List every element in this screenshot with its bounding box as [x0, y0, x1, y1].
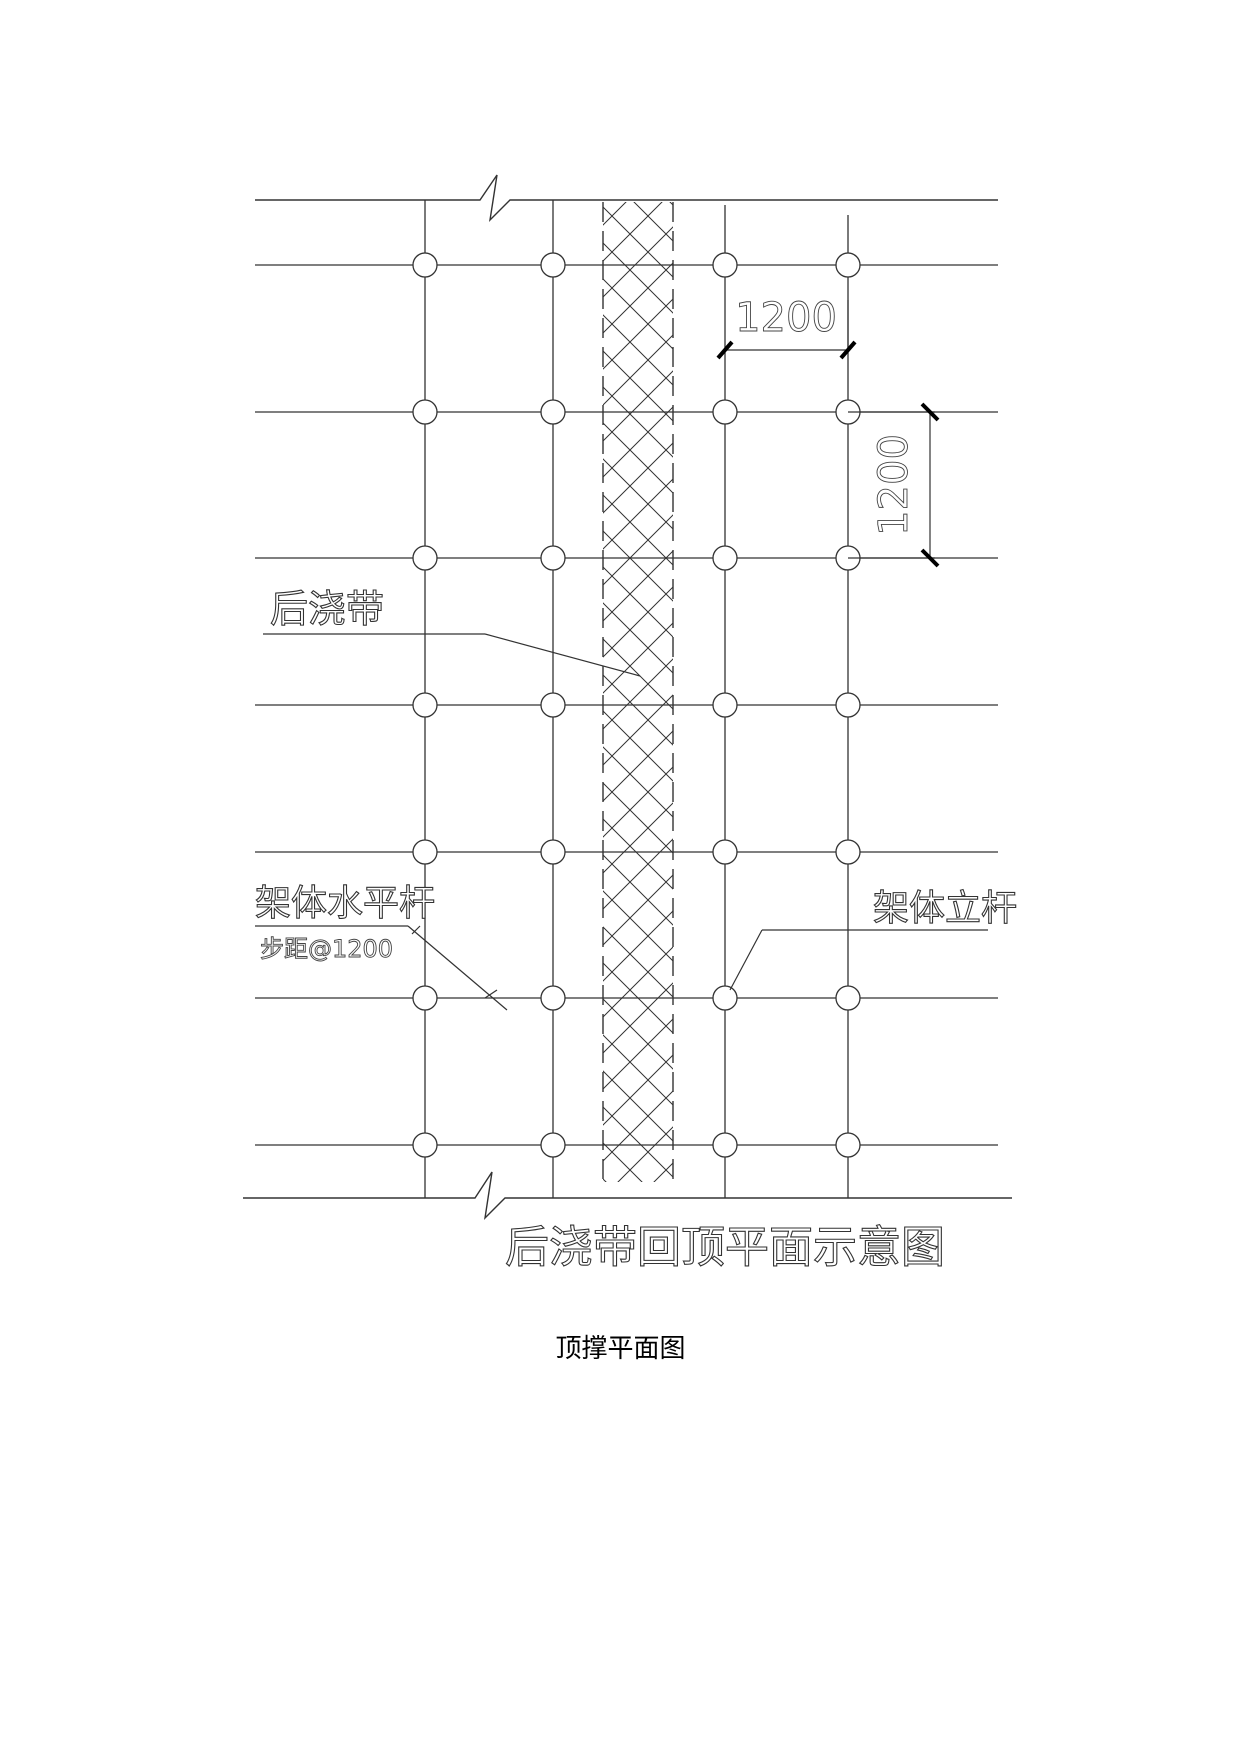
step-distance-label: 步距@1200	[260, 935, 393, 963]
post-circle	[540, 252, 566, 278]
horizontal-bar-label: 架体水平杆	[255, 883, 435, 924]
post-circle	[412, 399, 438, 425]
post-circle	[412, 985, 438, 1011]
post-circle	[712, 545, 738, 571]
post-circle	[540, 399, 566, 425]
post-circle	[412, 1132, 438, 1158]
vertical-post-callout: 架体立杆	[729, 887, 1018, 991]
post-circle	[712, 252, 738, 278]
post-circle	[412, 692, 438, 718]
post-circle	[712, 1132, 738, 1158]
post-circle	[412, 545, 438, 571]
horizontal-dimension: 1200	[716, 295, 857, 360]
post-circles	[412, 252, 861, 1158]
dim-vertical-label: 1200	[871, 434, 917, 536]
figure-caption: 顶撑平面图	[555, 1334, 686, 1364]
post-circle	[835, 839, 861, 865]
drawing-title: 后浇带回顶平面示意图	[505, 1222, 945, 1273]
post-circle	[712, 839, 738, 865]
post-pour-band-hatch	[603, 202, 673, 1182]
post-circle	[835, 985, 861, 1011]
post-circle	[835, 1132, 861, 1158]
post-pour-band-callout: 后浇带	[263, 586, 641, 677]
post-pour-band-label: 后浇带	[270, 587, 384, 631]
dim-horizontal-label: 1200	[735, 295, 837, 341]
post-circle	[835, 252, 861, 278]
horizontal-bar-callout: 架体水平杆 步距@1200	[254, 882, 508, 1011]
bottom-break-line	[243, 1171, 1012, 1221]
top-break-line	[255, 174, 998, 223]
post-circle	[712, 692, 738, 718]
post-circle	[540, 1132, 566, 1158]
post-circle	[540, 545, 566, 571]
post-circle	[412, 252, 438, 278]
post-circle	[835, 692, 861, 718]
post-circle	[412, 839, 438, 865]
post-circle	[540, 985, 566, 1011]
post-circle	[712, 985, 738, 1011]
post-circle	[540, 839, 566, 865]
post-circle	[712, 399, 738, 425]
vertical-post-label: 架体立杆	[873, 888, 1017, 929]
post-circle	[540, 692, 566, 718]
vertical-dimension: 1200	[848, 402, 940, 568]
